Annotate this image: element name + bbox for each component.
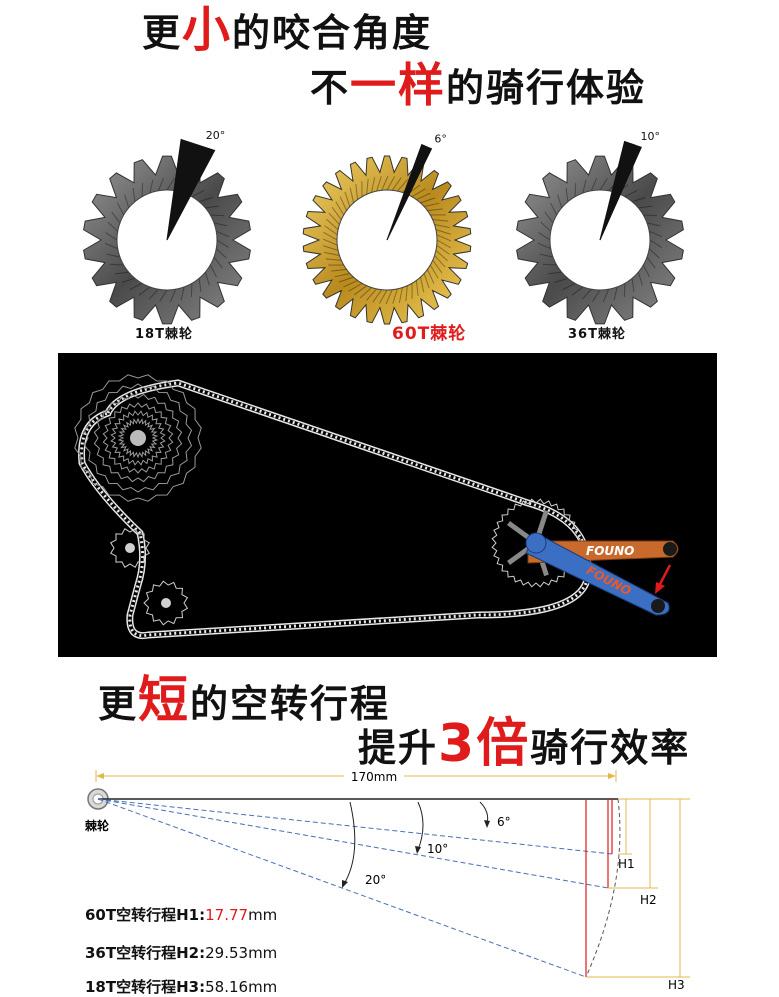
idle-travel-diagram: 170mm 棘轮 6° 10° 20° H1 bbox=[0, 762, 779, 989]
headline1-post: 的咬合角度 bbox=[232, 11, 432, 55]
ratchet-gears-svg: 20° 6° 10° bbox=[0, 105, 779, 350]
angle-label-20: 20° bbox=[365, 873, 386, 887]
ratchet-label-18t: 18T棘轮 bbox=[135, 323, 193, 342]
ratchet-60t: 6° bbox=[303, 132, 471, 324]
angle-label: 10° bbox=[641, 130, 661, 143]
h3-label: H3 bbox=[668, 978, 685, 989]
result-36t-prefix: 36T空转行程H2: bbox=[85, 944, 205, 962]
chain-drive-svg: FOUNO FOUNO bbox=[58, 353, 717, 657]
ratchet-18t: 20° bbox=[84, 129, 251, 324]
result-36t-unit: mm bbox=[248, 944, 277, 962]
result-60t-prefix: 60T空转行程H1: bbox=[85, 906, 205, 924]
result-60t: 60T空转行程H1:17.77mm bbox=[85, 904, 277, 925]
headline-different-ride: 不一样的骑行体验 bbox=[310, 62, 646, 108]
headline-smaller-angle: 更小的咬合角度 bbox=[142, 6, 432, 54]
headline1-pre: 更 bbox=[142, 11, 182, 55]
result-18t-unit: mm bbox=[248, 978, 277, 996]
chain-drive-illustration: FOUNO FOUNO bbox=[58, 353, 717, 657]
result-60t-unit: mm bbox=[248, 906, 277, 924]
headline3-accent: 短 bbox=[138, 671, 190, 729]
result-36t-value: 29.53 bbox=[205, 944, 248, 962]
h2-label: H2 bbox=[640, 893, 657, 907]
result-18t: 18T空转行程H3:58.16mm bbox=[85, 976, 277, 997]
result-36t: 36T空转行程H2:29.53mm bbox=[85, 942, 277, 963]
ratchet-comparison: 20° 6° 10° 18T棘轮 60T棘轮 36T棘轮 bbox=[0, 105, 779, 350]
headline-shorter-travel: 更短的空转行程 bbox=[98, 675, 390, 725]
angle-label: 20° bbox=[206, 129, 226, 142]
ratchet-36t: 10° bbox=[517, 130, 684, 324]
headline2-post: 的骑行体验 bbox=[446, 66, 646, 110]
arrow-icon bbox=[655, 565, 670, 594]
headline3-pre: 更 bbox=[98, 682, 138, 726]
ratchet-label-36t: 36T棘轮 bbox=[568, 323, 626, 342]
result-18t-prefix: 18T空转行程H3: bbox=[85, 978, 205, 996]
result-60t-value: 17.77 bbox=[205, 906, 248, 924]
ratchet-label-60t: 60T棘轮 bbox=[392, 319, 466, 344]
h1-label: H1 bbox=[618, 857, 635, 871]
crank-brand-orange: FOUNO bbox=[586, 544, 634, 558]
headline2-pre: 不 bbox=[310, 66, 350, 110]
jockey-wheel-lower-icon bbox=[144, 581, 187, 625]
hub-label: 棘轮 bbox=[85, 818, 110, 833]
angle-label: 6° bbox=[434, 132, 447, 145]
headline1-accent: 小 bbox=[182, 2, 232, 58]
headline2-accent: 一样 bbox=[350, 58, 446, 112]
angle-label-6: 6° bbox=[497, 815, 511, 829]
length-label: 170mm bbox=[351, 770, 397, 784]
result-18t-value: 58.16 bbox=[205, 978, 248, 996]
angle-label-10: 10° bbox=[427, 842, 448, 856]
